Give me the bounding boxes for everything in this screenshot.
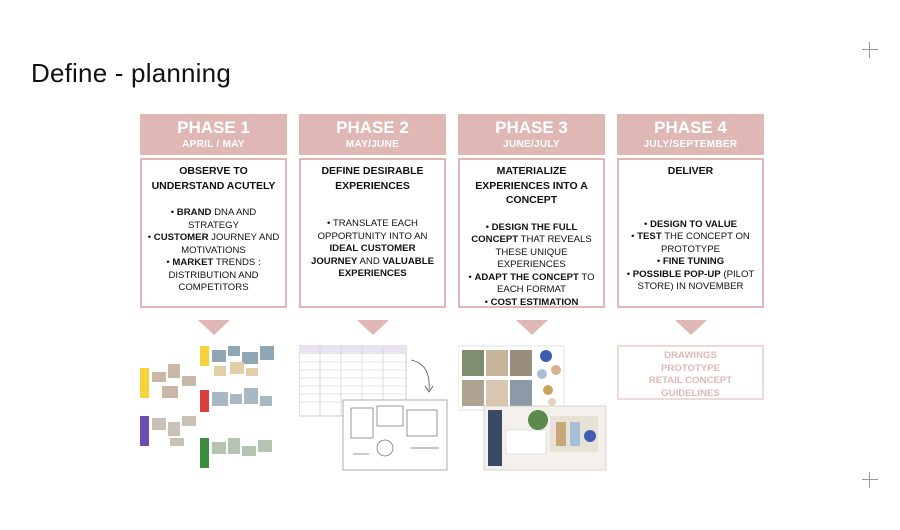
bullet-emphasis: VALUABLE EXPERIENCES [338, 255, 434, 280]
phase-name: PHASE 2 [336, 118, 409, 137]
phase-header: PHASE 4 JULY/SEPTEMBER [617, 114, 764, 155]
phase-body: OBSERVE TO UNDERSTAND ACUTELY • BRAND DN… [140, 158, 287, 308]
phase-bullet-item: • TEST THE CONCEPT ON PROTOTYPE [624, 231, 757, 256]
phase-1-card: PHASE 1 APRIL / MAY OBSERVE TO UNDERSTAN… [140, 114, 287, 308]
phase-2-card: PHASE 2 MAY/JUNE DEFINE DESIRABLE EXPERI… [299, 114, 446, 308]
bullet-emphasis: COST ESTIMATION [490, 296, 579, 308]
bullet-emphasis: DESIGN THE FULL CONCEPT [471, 221, 578, 246]
phase-subtitle: MATERIALIZE EXPERIENCES INTO A CONCEPT [475, 165, 588, 206]
phase-bullet-item: • MARKET TRENDS : DISTRIBUTION AND COMPE… [147, 257, 280, 295]
phase-bullet-item: • COST ESTIMATION [465, 297, 598, 310]
down-arrow-icon [675, 320, 707, 335]
bullet-text: DNA AND STRATEGY [188, 207, 257, 231]
bullet-text: • [631, 231, 638, 242]
down-arrow-icon [198, 320, 230, 335]
bullet-emphasis: FINE TUNING [662, 256, 725, 267]
bullet-emphasis: TEST [637, 231, 662, 242]
bullet-emphasis: CUSTOMER [153, 232, 209, 243]
bullet-text: • [170, 207, 177, 218]
bullet-text: • [166, 257, 173, 268]
bullet-text: (PILOT STORE) IN NOVEMBER [637, 268, 755, 293]
bullet-text: • TRANSLATE EACH OPPORTUNITY INTO AN [317, 218, 428, 242]
phase-bullets: • TRANSLATE EACH OPPORTUNITY INTO AN IDE… [306, 218, 439, 281]
phase-bullet-item: • ADAPT THE CONCEPT TO EACH FORMAT [465, 272, 598, 297]
bullet-text: • [468, 271, 475, 283]
phase-dates: MAY/JUNE [345, 139, 400, 150]
phase-1-moodboard-image [140, 346, 274, 468]
phase-name: PHASE 3 [495, 118, 568, 137]
phase-bullet-item: • CUSTOMER JOURNEY AND MOTIVATIONS [147, 232, 280, 257]
bullet-emphasis: DESIGN TO VALUE [649, 218, 738, 230]
phase-name: PHASE 1 [177, 118, 250, 137]
bullet-emphasis: IDEAL CUSTOMER JOURNEY [311, 243, 416, 267]
bullet-text: THE CONCEPT ON PROTOTYPE [661, 231, 750, 255]
bullet-text: TRENDS : DISTRIBUTION AND COMPETITORS [168, 257, 261, 293]
phase-body: DEFINE DESIRABLE EXPERIENCES • TRANSLATE… [299, 158, 446, 308]
phase-2-journey-image [299, 345, 448, 471]
bullet-text: JOURNEY AND MOTIVATIONS [181, 232, 280, 256]
phase-subtitle: OBSERVE TO UNDERSTAND ACUTELY [151, 165, 276, 192]
phase-bullets: • DESIGN TO VALUE• TEST THE CONCEPT ON P… [624, 219, 757, 294]
phase-bullet-item: • DESIGN THE FULL CONCEPT THAT REVEALS T… [465, 222, 598, 272]
bullet-text: • [626, 268, 633, 280]
page-title: Define - planning [31, 58, 231, 88]
bullet-text: • [656, 256, 663, 267]
phase-subtitle: DELIVER [667, 165, 714, 177]
bullet-emphasis: BRAND [176, 207, 212, 218]
phase-bullet-item: • DESIGN TO VALUE [624, 219, 757, 232]
phase-dates: APRIL / MAY [182, 139, 245, 150]
phase-bullet-item: • FINE TUNING [624, 256, 757, 269]
phase-header: PHASE 2 MAY/JUNE [299, 114, 446, 155]
bullet-emphasis: POSSIBLE POP-UP [632, 268, 721, 280]
phase-bullet-item: • BRAND DNA AND STRATEGY [147, 207, 280, 232]
down-arrow-icon [357, 320, 389, 335]
down-arrow-icon [516, 320, 548, 335]
plus-mark-icon [862, 472, 878, 488]
plus-mark-icon [862, 42, 878, 58]
phase-dates: JUNE/JULY [503, 139, 560, 150]
phase-4-card: PHASE 4 JULY/SEPTEMBER DELIVER • DESIGN … [617, 114, 764, 308]
deliverable-item: PROTOTYPE [661, 362, 720, 374]
bullet-text: • [643, 218, 650, 230]
phase-bullet-item: • TRANSLATE EACH OPPORTUNITY INTO AN IDE… [306, 218, 439, 281]
bullet-emphasis: ADAPT THE CONCEPT [474, 271, 579, 283]
phase-dates: JULY/SEPTEMBER [643, 139, 738, 150]
bullet-text: • [147, 232, 154, 243]
phase-name: PHASE 4 [654, 118, 727, 137]
phase-body: MATERIALIZE EXPERIENCES INTO A CONCEPT •… [458, 158, 605, 308]
bullet-text: AND [357, 255, 383, 267]
phase-subtitle: DEFINE DESIRABLE EXPERIENCES [321, 165, 424, 192]
phase-bullets: • DESIGN THE FULL CONCEPT THAT REVEALS T… [465, 222, 598, 310]
bullet-text: TO EACH FORMAT [496, 271, 595, 296]
deliverable-item: DRAWINGS [664, 350, 717, 361]
bullet-text: • [484, 296, 491, 308]
phase-bullets: • BRAND DNA AND STRATEGY• CUSTOMER JOURN… [147, 207, 280, 295]
deliverable-item: GUIDELINES [661, 387, 720, 399]
bullet-text: • [485, 221, 492, 233]
bullet-emphasis: MARKET [172, 257, 214, 268]
phase-header: PHASE 3 JUNE/JULY [458, 114, 605, 155]
phase-header: PHASE 1 APRIL / MAY [140, 114, 287, 155]
phase-3-concept-image [458, 345, 607, 471]
phase-3-card: PHASE 3 JUNE/JULY MATERIALIZE EXPERIENCE… [458, 114, 605, 308]
phase-bullet-item: • POSSIBLE POP-UP (PILOT STORE) IN NOVEM… [624, 269, 757, 294]
deliverables-box: DRAWINGS PROTOTYPE RETAIL CONCEPT GUIDEL… [617, 345, 764, 400]
phase-body: DELIVER • DESIGN TO VALUE• TEST THE CONC… [617, 158, 764, 308]
bullet-text: THAT REVEALS THESE UNIQUE EXPERIENCES [495, 234, 592, 270]
deliverable-item: RETAIL CONCEPT [648, 375, 733, 386]
